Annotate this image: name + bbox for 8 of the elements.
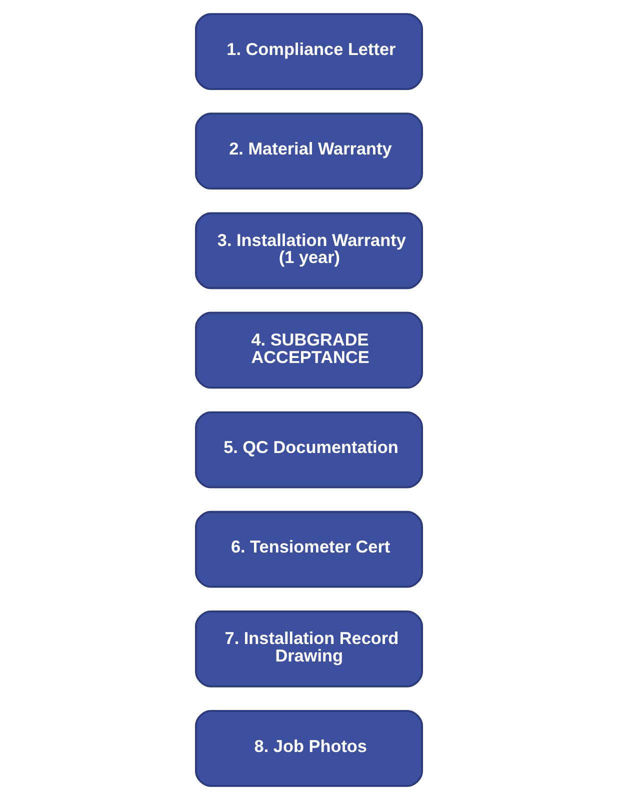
node-box: 5. QC Documentation (195, 411, 423, 488)
node-box: 6. Tensiometer Cert (195, 510, 423, 588)
node-box: 7. Installation Record Drawing (195, 610, 423, 688)
node-box: 3. Installation Warranty (1 year) (195, 212, 423, 290)
node-box: 8. Job Photos (195, 710, 423, 787)
node-box: 1. Compliance Letter (195, 13, 423, 90)
node-box: 4. SUBGRADE ACCEPTANCE (195, 312, 423, 389)
node-box: 2. Material Warranty (195, 112, 423, 190)
